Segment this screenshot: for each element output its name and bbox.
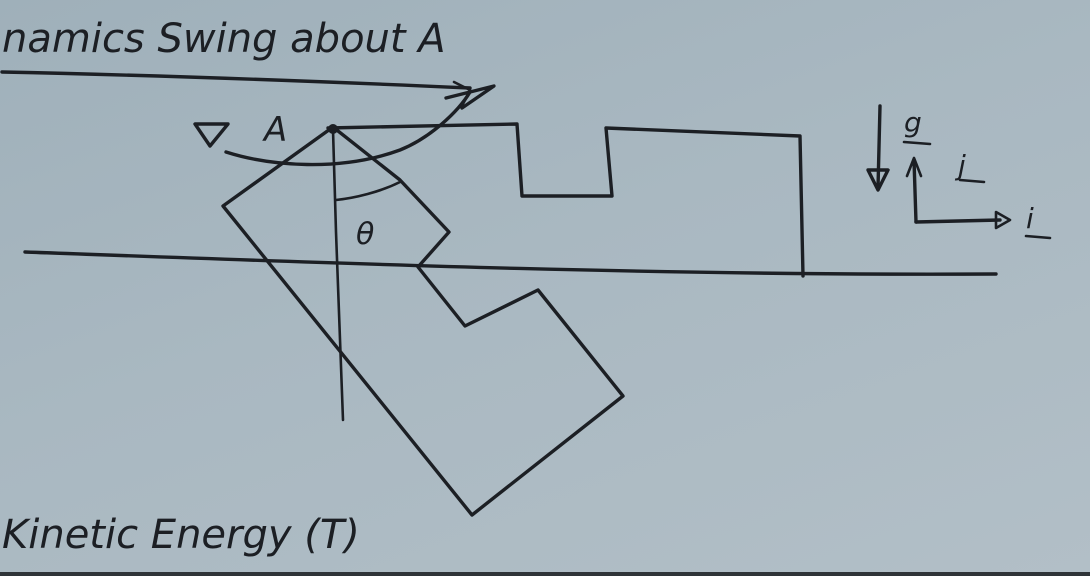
- vertical-reference-line: [331, 128, 345, 422]
- gravity-arrow-head-icon: [866, 168, 890, 192]
- ground-line: [23, 250, 998, 276]
- gravity-label: g: [904, 106, 922, 139]
- gravity-arrow-shaft: [876, 104, 882, 190]
- gravity-underline: [902, 140, 932, 146]
- axis-i-arrow-icon: [994, 210, 1012, 230]
- header-title: namics Swing about A: [2, 16, 446, 62]
- axis-i-label: i: [1026, 202, 1034, 235]
- swing-arrow-right-head: [452, 80, 472, 108]
- pivot-label: A: [262, 110, 287, 150]
- axis-j-label: j: [954, 149, 966, 182]
- theta-label: θ: [356, 217, 374, 252]
- axis-i-underline: [1024, 234, 1052, 240]
- axis-i-shaft: [914, 218, 1002, 224]
- theta-arc: [334, 180, 402, 202]
- swing-arc: [224, 90, 472, 167]
- body-rotated-outline: [221, 125, 625, 517]
- axis-j-arrow-icon: [905, 156, 923, 178]
- header-underline: [0, 70, 472, 90]
- axis-j-shaft: [912, 158, 918, 224]
- swing-arrow-right-icon: [444, 84, 496, 110]
- screen-bottom-edge: [0, 572, 1090, 576]
- body-original-outline: [326, 122, 805, 278]
- axis-j-underline: [958, 178, 986, 184]
- swing-arrow-left-icon: [193, 122, 230, 148]
- footer-title: Kinetic Energy (T): [2, 512, 360, 558]
